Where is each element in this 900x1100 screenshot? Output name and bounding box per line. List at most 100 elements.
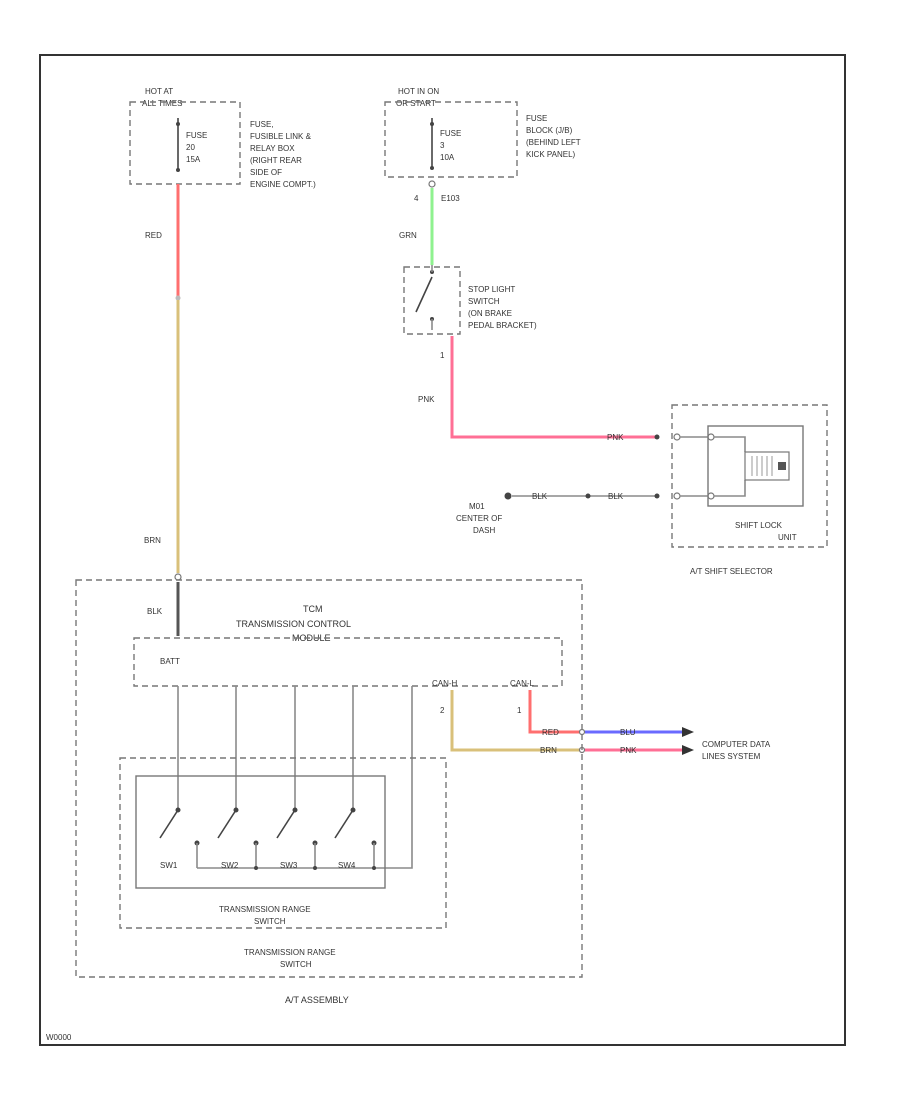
bus-splice-2: [254, 866, 258, 870]
at-assembly-label: A/T ASSEMBLY: [285, 995, 349, 1005]
range-switch-contacts: [159, 807, 377, 870]
splice-red-brn: [175, 295, 181, 301]
stop-switch-label-2: SWITCH: [468, 297, 500, 306]
fuse-right-name: FUSE: [440, 129, 461, 138]
fuse-left-location-1: FUSE,: [250, 120, 274, 129]
pnk-arrow-tip: [654, 434, 660, 440]
stop-light-switch: STOP LIGHT SWITCH (ON BRAKE PEDAL BRACKE…: [403, 265, 537, 335]
data-arrow-1: [682, 727, 694, 737]
wire-pnk-label: PNK: [418, 395, 435, 404]
connector-tcm-batt: [174, 573, 182, 581]
ground-label-2: CENTER OF: [456, 514, 502, 523]
tcm-subtitle-2: MODULE: [292, 633, 331, 643]
at-assembly-box: [75, 579, 583, 978]
fuse-right-location-3: (BEHIND LEFT: [526, 138, 581, 147]
shift-selector-pin-3: [673, 492, 681, 500]
fuse-right-terminal-bottom: [430, 166, 434, 170]
data-connector-2: [578, 746, 586, 754]
canl-pin: 1: [517, 706, 522, 715]
sw2-label: SW2: [221, 861, 239, 870]
range-switch-inner-dashed: [119, 757, 447, 929]
wire-brn-upper-label: BRN: [144, 536, 161, 545]
tcm-batt-label: BATT: [160, 657, 180, 666]
wire-brn-data-label: BRN: [540, 746, 557, 755]
range-switch-outer-label-1: TRANSMISSION RANGE: [244, 948, 336, 957]
solenoid-coil: [751, 456, 773, 476]
fuse-right: HOT IN ON OR START FUSE 3 10A FUSE BLOCK…: [384, 87, 581, 178]
wire-red-label: RED: [145, 231, 162, 240]
shift-lock-lead-bottom: [714, 480, 746, 497]
wire-pnk-selector-label: PNK: [607, 433, 624, 442]
sw4-blade: [334, 809, 354, 839]
shift-lock-solenoid: [744, 451, 790, 481]
data-arrow-2: [682, 745, 694, 755]
fuse-left: HOT AT ALL TIMES FUSE 20 15A FUSE, FUSIB…: [129, 87, 316, 189]
sw3-label: SW3: [280, 861, 298, 870]
connector-e103-pin: 4: [414, 194, 419, 203]
fuse-left-location-6: ENGINE COMPT.): [250, 180, 316, 189]
shift-selector: SHIFT LOCK UNIT: [671, 404, 828, 548]
fuse-left-source-line1: HOT AT: [145, 87, 173, 96]
wire-blk-ground-label-b: BLK: [608, 492, 624, 501]
tcm-subtitle-1: TRANSMISSION CONTROL: [236, 619, 351, 629]
shift-lock-lead-top: [714, 436, 746, 452]
sw2-blade: [217, 809, 237, 839]
tcm-canl-label: CAN-L: [510, 679, 535, 688]
stop-light-switch-box: [403, 266, 461, 335]
fuse-right-source-line2: OR START: [396, 99, 436, 108]
fuse-left-location-2: FUSIBLE LINK &: [250, 132, 312, 141]
connector-e103-label: E103: [441, 194, 460, 203]
wire-red-data-label: RED: [542, 728, 559, 737]
fuse-right-location-2: BLOCK (J/B): [526, 126, 573, 135]
fuse-left-location-5: SIDE OF: [250, 168, 282, 177]
fuse-right-location-4: KICK PANEL): [526, 150, 576, 159]
tcm-module-box: [133, 637, 563, 687]
fuse-right-number: 3: [440, 141, 445, 150]
range-switch-outer-label-2: SWITCH: [280, 960, 312, 969]
fuse-right-location-1: FUSE: [526, 114, 547, 123]
figure-id: W0000: [46, 1033, 72, 1042]
diagram-frame: [39, 54, 846, 1046]
fuse-left-rating: 15A: [186, 155, 201, 164]
ground-label-3: DASH: [473, 526, 495, 535]
ground-point: [504, 492, 512, 500]
shift-selector-pin-4: [707, 492, 715, 500]
fuse-left-location-3: RELAY BOX: [250, 144, 295, 153]
wire-blk-label: BLK: [147, 607, 163, 616]
fuse-left-terminal-top: [176, 122, 180, 126]
ground-splice: [585, 493, 591, 499]
shift-lock-label: SHIFT LOCK: [735, 521, 783, 530]
range-switch-body: [135, 775, 386, 889]
shift-lock-unit: [707, 425, 804, 507]
fuse-left-source-line2: ALL TIMES: [142, 99, 182, 108]
stop-switch-out-pin: 1: [440, 351, 445, 360]
shift-lock-sub-label: UNIT: [778, 533, 797, 542]
tcm-canh-label: CAN-H: [432, 679, 458, 688]
fuse-left-box: [129, 101, 241, 185]
wire-pnk: [450, 336, 655, 439]
stop-switch-label-3: (ON BRAKE: [468, 309, 512, 318]
tcm-title: TCM: [303, 604, 323, 614]
data-lines-label-2: LINES SYSTEM: [702, 752, 761, 761]
shift-selector-box: [671, 404, 828, 548]
shift-selector-pin-2: [707, 433, 715, 441]
stop-switch-blade: [415, 276, 433, 313]
stop-switch-label-4: PEDAL BRACKET): [468, 321, 537, 330]
range-switch-inner-label-1: TRANSMISSION RANGE: [219, 905, 311, 914]
wire-grn-label: GRN: [399, 231, 417, 240]
fuse-right-box: [384, 101, 518, 178]
wire-blu-data-label: BLU: [620, 728, 636, 737]
fuse-left-name: FUSE: [186, 131, 207, 140]
bus-splice-3: [313, 866, 317, 870]
fuse-left-location-4: (RIGHT REAR: [250, 156, 302, 165]
wire-blk-ground-label-a: BLK: [532, 492, 548, 501]
wire-red-data: [528, 690, 580, 734]
canh-pin: 2: [440, 706, 445, 715]
data-lines-label-1: COMPUTER DATA: [702, 740, 771, 749]
fuse-right-rating: 10A: [440, 153, 455, 162]
wire-pnk-data-label: PNK: [620, 746, 637, 755]
sw1-label: SW1: [160, 861, 178, 870]
shift-selector-title: A/T SHIFT SELECTOR: [690, 567, 773, 576]
ground-label-1: M01: [469, 502, 485, 511]
sw4-label: SW4: [338, 861, 356, 870]
